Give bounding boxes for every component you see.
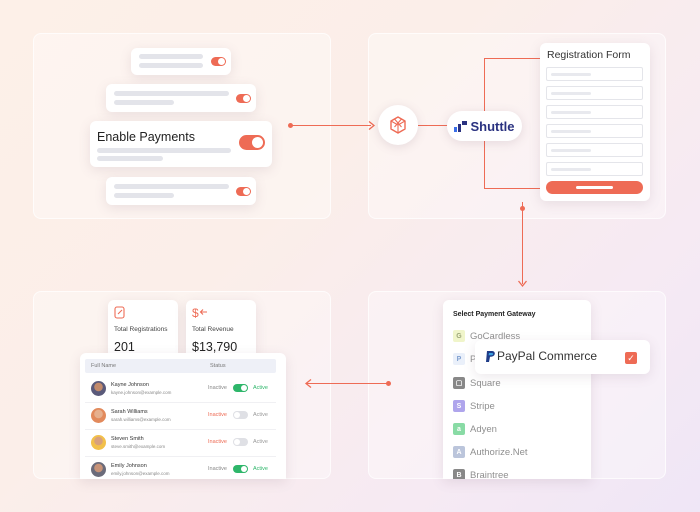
status-active-label: Active (253, 439, 268, 445)
revenue-icon: $ (192, 306, 207, 319)
table-row[interactable]: Emily Johnson emily.johnson@example.com … (85, 457, 276, 484)
stat-card-registrations: Total Registrations 201 (108, 300, 178, 361)
form-field[interactable] (546, 162, 643, 176)
status-toggle[interactable] (233, 411, 248, 419)
form-field[interactable] (546, 124, 643, 138)
status-active-label: Active (253, 466, 268, 472)
connector-dot (386, 381, 391, 386)
stat-value: $13,790 (192, 340, 238, 354)
form-field[interactable] (546, 86, 643, 100)
status-active-label: Active (253, 412, 268, 418)
stat-label: Total Registrations (114, 326, 168, 333)
status-toggle[interactable] (233, 438, 248, 446)
connector-dot (288, 123, 293, 128)
arrow-down-icon (518, 280, 527, 288)
status-toggle[interactable] (233, 465, 248, 473)
row-email: steve.smith@example.com (111, 444, 166, 449)
table-header: Full Name Status (85, 359, 276, 373)
paypal-icon: P (453, 353, 465, 365)
enable-payments-card: Enable Payments (90, 121, 272, 167)
status-active-label: Active (253, 385, 268, 391)
status-inactive-label: Inactive (208, 439, 227, 445)
settings-card-3 (106, 177, 256, 205)
row-name: Kayne Johnson (111, 382, 149, 388)
connector-line (522, 202, 524, 284)
paypal-icon (486, 351, 495, 362)
status-toggle[interactable] (233, 384, 248, 392)
enable-payments-label: Enable Payments (97, 130, 195, 144)
shuttle-logo: Shuttle (447, 111, 522, 141)
settings-card-1 (131, 48, 231, 75)
status-inactive-label: Inactive (208, 385, 227, 391)
form-field[interactable] (546, 143, 643, 157)
submit-button[interactable] (546, 181, 643, 194)
connector-line (484, 188, 540, 190)
row-email: emily.johnson@example.com (111, 471, 170, 476)
gocardless-icon: G (453, 330, 465, 342)
checkbox-checked-icon[interactable]: ✓ (625, 352, 637, 364)
connector-dot (520, 206, 525, 211)
avatar (91, 381, 106, 396)
row-name: Emily Johnson (111, 463, 147, 469)
gateway-option-paypal[interactable]: P P (453, 352, 476, 366)
arrow-left-icon (304, 379, 312, 388)
row-name: Sarah Williams (111, 409, 148, 415)
row-email: sarah.williams@example.com (111, 417, 171, 422)
registrants-table: Full Name Status Kayne Johnson kayne.joh… (80, 353, 286, 479)
row-name: Steven Smith (111, 436, 144, 442)
status-inactive-label: Inactive (208, 466, 227, 472)
gateway-option-adyen[interactable]: a Adyen (453, 422, 497, 436)
avatar (91, 462, 106, 477)
svg-text:$: $ (192, 306, 199, 319)
enable-payments-toggle[interactable] (239, 135, 265, 150)
shuttle-logo-icon (454, 120, 468, 132)
table-row[interactable]: Steven Smith steve.smith@example.com Ina… (85, 430, 276, 457)
square-icon: ▢ (453, 377, 465, 389)
avatar (91, 408, 106, 423)
registration-icon (114, 306, 125, 319)
table-row[interactable]: Kayne Johnson kayne.johnson@example.com … (85, 376, 276, 403)
form-field[interactable] (546, 105, 643, 119)
gateway-option-authorize-net[interactable]: A Authorize.Net (453, 445, 528, 459)
table-row[interactable]: Sarah Williams sarah.williams@example.co… (85, 403, 276, 430)
gateway-list-title: Select Payment Gateway (453, 311, 536, 318)
column-header-name: Full Name (91, 363, 117, 369)
stripe-icon: S (453, 400, 465, 412)
cube-icon (390, 116, 406, 134)
column-header-status: Status (210, 363, 226, 369)
row-email: kayne.johnson@example.com (111, 390, 172, 395)
status-inactive-label: Inactive (208, 412, 227, 418)
gateway-option-stripe[interactable]: S Stripe (453, 399, 495, 413)
connector-line (306, 383, 388, 385)
registration-form-title: Registration Form (547, 49, 631, 61)
selected-gateway-paypal-commerce[interactable]: PayPal Commerce ✓ (475, 340, 650, 374)
settings-toggle[interactable] (236, 94, 251, 103)
gateway-option-braintree[interactable]: B Braintree (453, 468, 509, 479)
connector-line (484, 58, 540, 60)
selected-gateway-label: PayPal Commerce (497, 349, 598, 363)
connector-line (418, 125, 448, 127)
avatar (91, 435, 106, 450)
settings-toggle[interactable] (236, 187, 251, 196)
arrow-right-icon (368, 121, 376, 130)
stat-card-revenue: $ Total Revenue $13,790 (186, 300, 256, 361)
braintree-icon: B (453, 469, 465, 479)
gateway-option-square[interactable]: ▢ Square (453, 376, 501, 390)
form-field[interactable] (546, 67, 643, 81)
stat-value: 201 (114, 340, 135, 354)
authorize-net-icon: A (453, 446, 465, 458)
connector-line (291, 125, 371, 127)
settings-card-2 (106, 84, 256, 112)
stat-label: Total Revenue (192, 326, 234, 333)
hub-circle (378, 105, 418, 145)
adyen-icon: a (453, 423, 465, 435)
settings-toggle[interactable] (211, 57, 226, 66)
registration-form: Registration Form (540, 43, 650, 201)
payment-gateway-list: Select Payment Gateway G GoCardless P P … (443, 300, 591, 479)
shuttle-logo-text: Shuttle (470, 118, 515, 134)
gateway-option-gocardless[interactable]: G GoCardless (453, 329, 520, 343)
